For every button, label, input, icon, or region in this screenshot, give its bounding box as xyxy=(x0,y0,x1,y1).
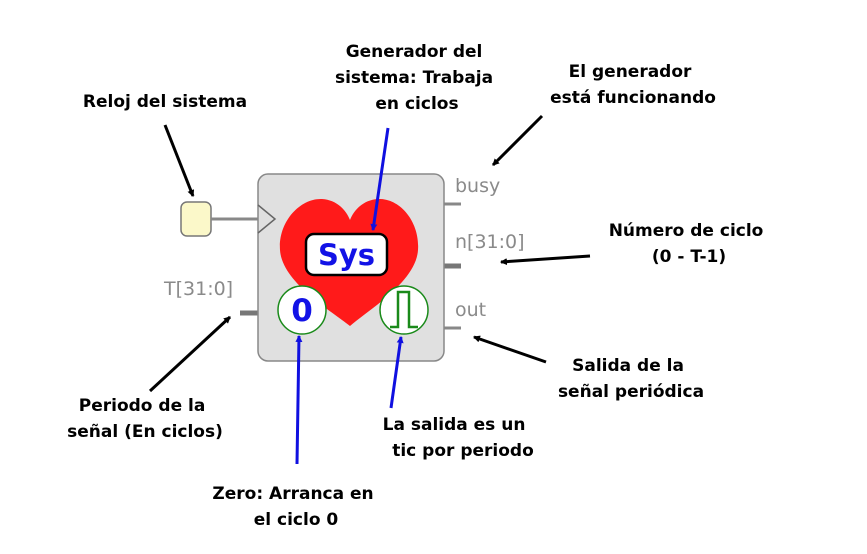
annotation-periodo: Periodo de la señal (En ciclos) xyxy=(67,396,223,442)
clock-edge-symbol xyxy=(257,204,277,234)
arrow-numero xyxy=(499,254,591,266)
zero-label: 0 xyxy=(291,293,313,329)
arrow-salida-senal xyxy=(473,335,547,364)
annotation-funcionando: El generador está funcionando xyxy=(550,62,716,108)
annotation-reloj: Reloj del sistema xyxy=(83,92,247,112)
arrow-salida-tic xyxy=(389,335,404,409)
port-label-t: T[31:0] xyxy=(163,278,233,300)
port-label-out: out xyxy=(455,299,486,321)
arrow-generador xyxy=(370,127,390,232)
sys-label: Sys xyxy=(318,238,375,272)
port-label-n: n[31:0] xyxy=(455,231,525,253)
port-label-busy: busy xyxy=(455,175,500,197)
arrow-periodo xyxy=(148,315,232,393)
zero-circle xyxy=(277,285,327,335)
sys-label-box xyxy=(304,232,389,277)
pulse-circle xyxy=(379,285,429,335)
arrow-funcionando xyxy=(491,114,544,167)
clock-input-box xyxy=(180,201,212,237)
annotation-generador: Generador del sistema: Trabaja en ciclos xyxy=(335,42,499,114)
annotation-salida-tic: La salida es un tic por periodo xyxy=(383,415,534,461)
arrow-reloj xyxy=(163,124,195,197)
pulse-icon xyxy=(390,290,418,329)
annotation-salida-senal: Salida de la señal periódica xyxy=(558,356,704,402)
annotation-zero: Zero: Arranca en el ciclo 0 xyxy=(212,484,379,530)
annotation-numero: Número de ciclo (0 - T-1) xyxy=(609,221,770,267)
arrow-zero xyxy=(295,334,303,465)
